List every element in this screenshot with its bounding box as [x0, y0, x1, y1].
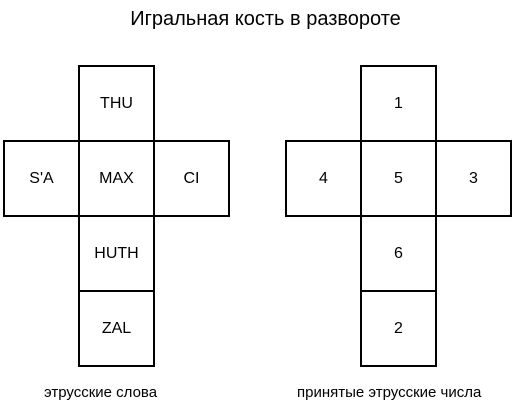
- left-net-left-face: S'A: [3, 140, 80, 217]
- left-net-bottom-face: ZAL: [78, 290, 155, 367]
- right-net-caption: принятые этрусские числа: [297, 384, 482, 401]
- left-net-right-face: CI: [153, 140, 230, 217]
- diagram-title: Игральная кость в развороте: [130, 8, 401, 30]
- right-net-left-face: 4: [285, 140, 362, 217]
- right-net-bottom-face: 2: [360, 290, 437, 367]
- left-die-net: THU S'A MAX CI HUTH ZAL: [3, 65, 231, 367]
- right-die-net: 1 4 5 3 6 2: [285, 65, 513, 367]
- left-net-below-face: HUTH: [78, 215, 155, 292]
- right-net-center-face: 5: [360, 140, 437, 217]
- left-net-top-face: THU: [78, 65, 155, 142]
- left-net-caption: этрусские слова: [44, 384, 158, 401]
- right-net-top-face: 1: [360, 65, 437, 142]
- left-net-center-face: MAX: [78, 140, 155, 217]
- right-net-right-face: 3: [435, 140, 512, 217]
- right-net-below-face: 6: [360, 215, 437, 292]
